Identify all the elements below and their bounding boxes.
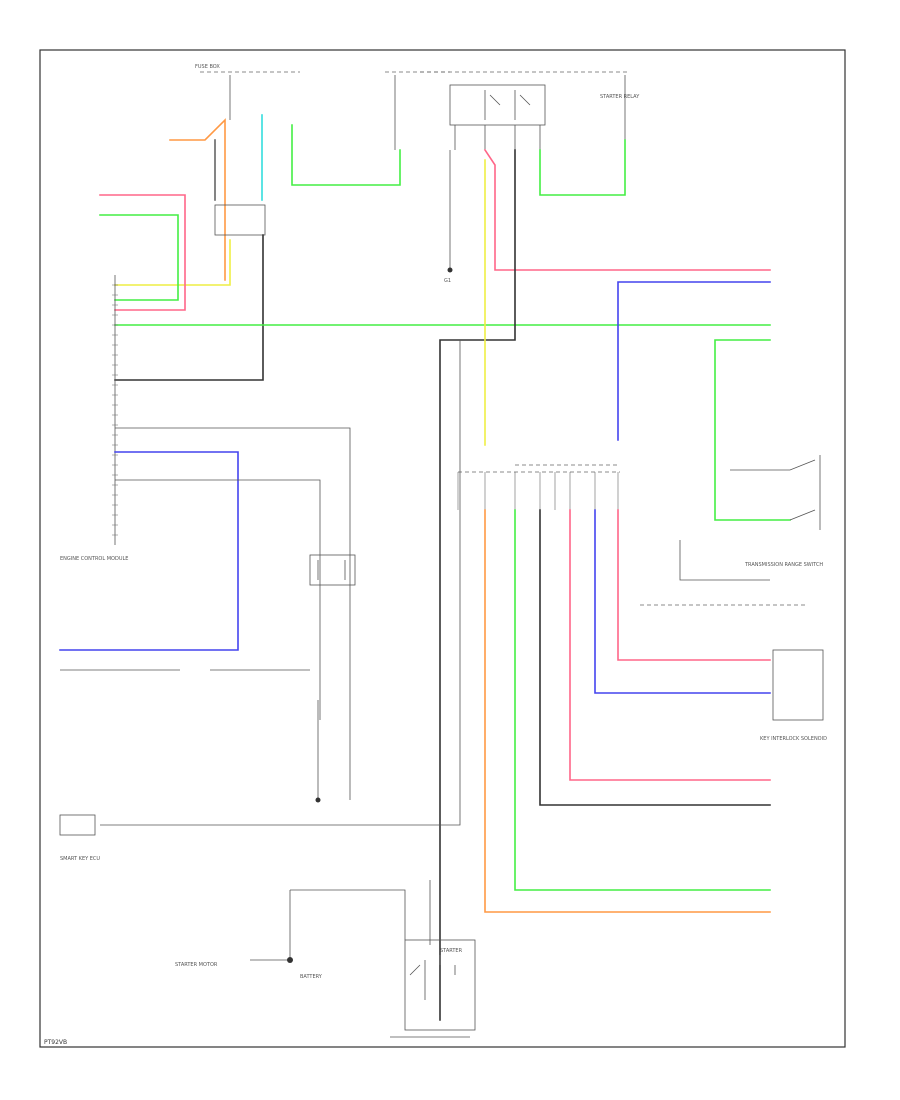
wiring-ecm-right [59,427,351,800]
ground-label: G1 [444,278,451,284]
wire-black-right [539,509,771,806]
interlock-label: KEY INTERLOCK SOLENOID [760,736,827,742]
ecm-connector-pins [112,275,118,545]
diagram-frame [39,49,846,1048]
ground-switch [447,150,453,273]
wire-black-relay [439,149,516,1021]
wire-green-long [514,509,771,891]
battery-label: BATTERY [300,974,323,980]
diagram-labels: BATTERY STARTER STARTER MOTOR TRANSMISSI… [60,64,827,980]
ground-left-lower [315,700,321,803]
ecm-label: ENGINE CONTROL MODULE [60,556,128,562]
wire-blue-top [617,281,771,441]
wire-pink-right [569,509,771,781]
wire-blue-module [594,509,771,694]
wire-pink-relay [483,148,771,271]
wire-green-right-loop [714,339,791,521]
tcm-module-box [772,649,824,721]
range-switch [679,455,821,581]
diagram-code: PT92VB [44,1039,67,1046]
starter-relay [449,84,546,150]
top-bus-lines [200,71,630,150]
fuse-box-label: FUSE BOX [195,64,220,70]
starter-motor-label: STARTER MOTOR [175,962,218,968]
range-switch-label: TRANSMISSION RANGE SWITCH [744,562,823,568]
relay-label: STARTER RELAY [600,94,640,100]
wire-green-top [291,124,401,186]
starter-label: STARTER [440,948,463,954]
wiring-starter [59,340,476,1038]
wiring-left-sensor [99,194,186,311]
wire-pink-module [617,509,771,661]
wire-orange-long [484,509,771,913]
smart-key-label: SMART KEY ECU [60,856,100,862]
interlock-relay [309,554,356,586]
wire-green-relay [539,139,626,196]
tcm-connector [457,464,620,510]
wiring-left-upper [114,114,266,381]
